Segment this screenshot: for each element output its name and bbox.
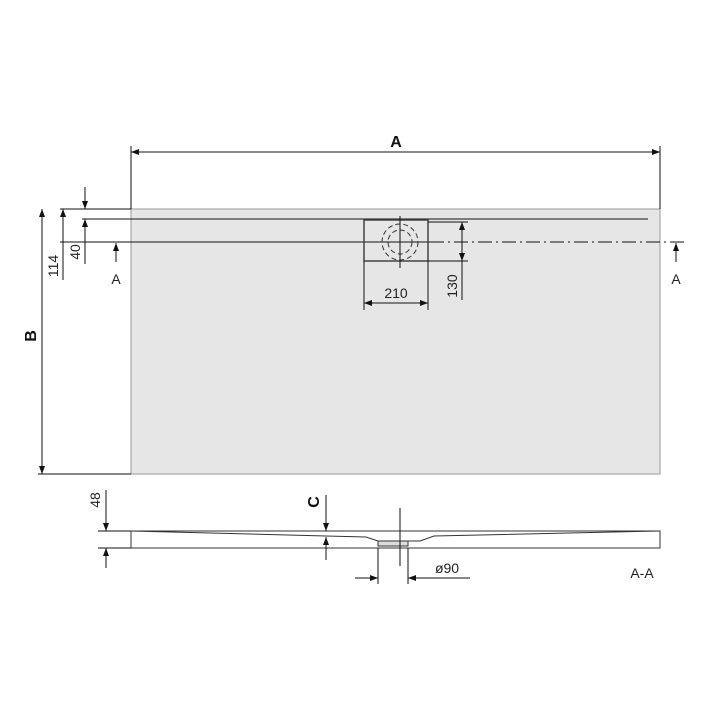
section-title: A-A <box>630 565 654 581</box>
outlet <box>377 540 409 547</box>
section-mark-right: A <box>671 271 681 287</box>
label-c: C <box>306 496 323 508</box>
label-a: A <box>390 134 402 151</box>
plan-view: A B 114 40 A A 210 130 <box>23 134 685 475</box>
dim-114: 114 <box>45 255 61 278</box>
dim-130: 130 <box>444 274 460 298</box>
drain-box <box>363 219 429 262</box>
dim-40: 40 <box>67 244 83 260</box>
section-view: 48 C ø90 A-A <box>87 490 661 584</box>
dim-diameter-90: ø90 <box>435 560 459 576</box>
label-b: B <box>23 330 40 342</box>
dim-48: 48 <box>87 492 103 508</box>
tray-section <box>130 530 661 549</box>
tray-plate <box>130 208 661 475</box>
section-mark-left: A <box>111 271 121 287</box>
dim-210: 210 <box>384 285 408 301</box>
